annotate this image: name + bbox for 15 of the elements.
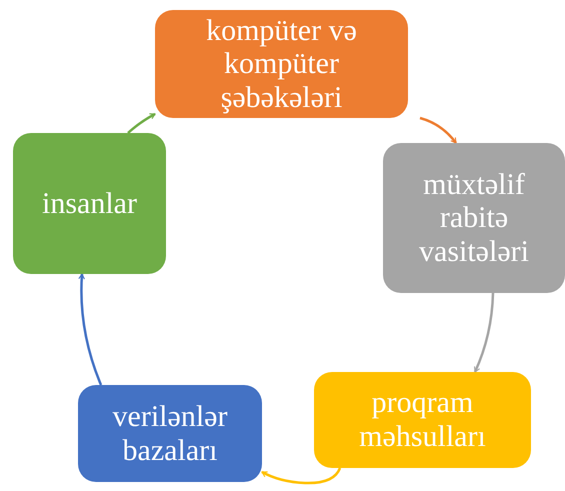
step-label: müxtəlif rabitə vasitələri — [418, 168, 530, 268]
cycle-step-box — [155, 10, 408, 118]
arrow — [261, 467, 342, 484]
step-label: verilənlər bazaları — [112, 400, 228, 468]
cycle-step-box — [383, 143, 565, 293]
arrow — [127, 112, 156, 134]
arrow — [420, 116, 457, 144]
step-label: proqram məhsulları — [358, 386, 487, 454]
cycle-step-box — [314, 372, 531, 468]
arrow — [78, 273, 102, 386]
arrow — [474, 292, 494, 373]
cycle-step-box — [78, 385, 262, 482]
cycle-step-box — [13, 133, 166, 274]
step-label: kompüter və kompüter şəbəkələri — [205, 14, 358, 114]
step-label: insanlar — [42, 186, 137, 220]
